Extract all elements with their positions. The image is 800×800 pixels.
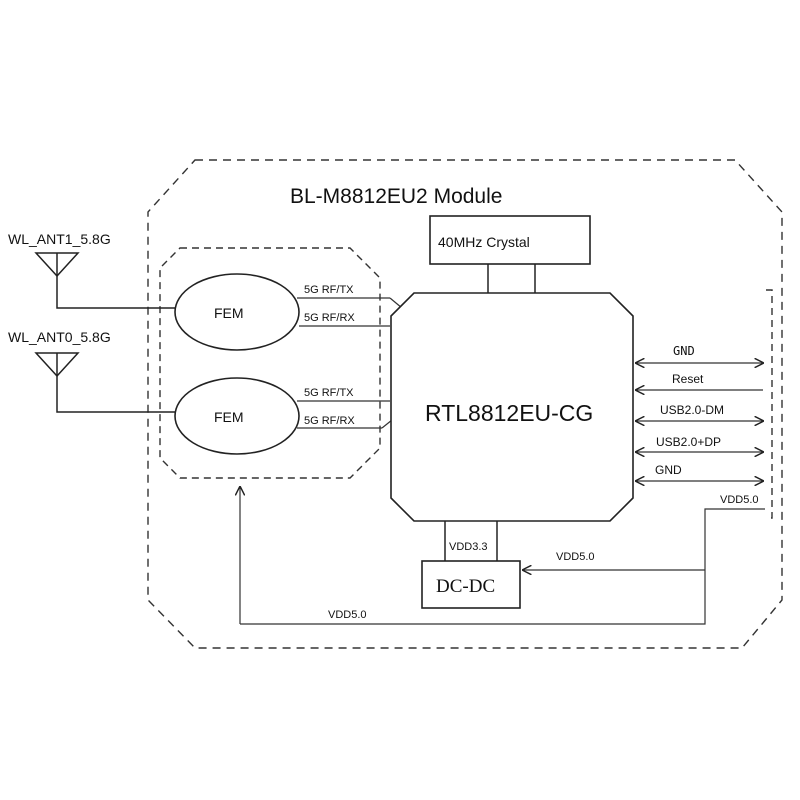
fem-group-boundary	[159, 247, 381, 479]
module-boundary	[147, 159, 783, 649]
vdd-main-line	[240, 508, 765, 625]
antenna-0-label: WL_ANT0_5.8G	[8, 329, 111, 345]
antenna-1-icon	[34, 252, 180, 309]
fem-2-label: FEM	[214, 409, 244, 425]
pin-reset-label: Reset	[672, 372, 704, 386]
antenna-0-icon	[34, 352, 178, 413]
fem-2-rx-label: 5G RF/RX	[304, 415, 355, 427]
antenna-1-label: WL_ANT1_5.8G	[8, 231, 111, 247]
connector-vdd-label: VDD5.0	[720, 494, 759, 506]
dcdc-out-label: VDD3.3	[449, 541, 488, 553]
dcdc-in-label: VDD5.0	[556, 551, 595, 563]
dcdc-block	[421, 560, 521, 609]
chip-label: RTL8812EU-CG	[425, 400, 593, 426]
fem-1-rx-label: 5G RF/RX	[304, 312, 355, 324]
pin-gnd-bottom-label: GND	[655, 463, 682, 477]
pin-usb-dm-label: USB2.0-DM	[660, 403, 724, 417]
rtl8812eu-chip	[390, 292, 634, 522]
crystal-label: 40MHz Crystal	[438, 234, 530, 250]
fem-2-block	[174, 377, 300, 455]
fem-1-tx-label: 5G RF/TX	[304, 284, 354, 296]
dcdc-label: DC-DC	[436, 576, 495, 597]
module-title: BL-M8812EU2 Module	[290, 185, 502, 208]
crystal-block	[429, 215, 591, 265]
fem-1-label: FEM	[214, 305, 244, 321]
pin-gnd-top-label: GND	[673, 344, 695, 358]
pin-usb-dp-label: USB2.0+DP	[656, 435, 721, 449]
fem-2-tx-label: 5G RF/TX	[304, 387, 354, 399]
connector-boundary	[766, 289, 773, 519]
fem-vdd-label: VDD5.0	[328, 609, 367, 621]
fem-1-block	[174, 273, 300, 351]
